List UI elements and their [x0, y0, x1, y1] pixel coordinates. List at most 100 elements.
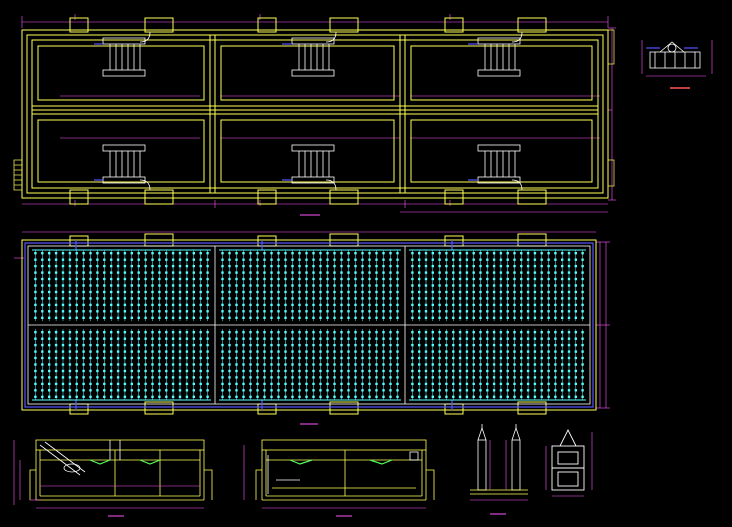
filter-nozzle: [326, 350, 329, 353]
filter-nozzle: [465, 316, 469, 319]
filter-nozzle: [486, 395, 489, 398]
filter-nozzle: [540, 331, 543, 334]
filter-nozzle: [547, 350, 550, 353]
filter-nozzle: [340, 271, 343, 274]
filter-nozzle: [513, 395, 516, 398]
filter-nozzle: [561, 343, 564, 347]
filter-nozzle: [499, 310, 503, 313]
filter-nozzle: [431, 258, 434, 261]
filter-nozzle: [221, 395, 224, 398]
filter-nozzle: [75, 277, 78, 281]
filter-nozzle: [165, 369, 168, 373]
filter-nozzle: [567, 369, 571, 373]
filter-nozzle: [326, 303, 329, 307]
filter-nozzle: [158, 310, 161, 313]
filter-nozzle: [151, 310, 154, 313]
filter-nozzle: [533, 264, 537, 268]
filter-nozzle: [277, 395, 280, 398]
filter-nozzle: [431, 271, 434, 274]
filter-nozzle: [151, 297, 154, 300]
detail-view: [641, 40, 713, 89]
filter-nozzle: [270, 356, 273, 360]
filter-nozzle: [520, 382, 523, 386]
filter-nozzle: [68, 337, 72, 340]
filter-nozzle: [171, 363, 175, 366]
filter-nozzle: [472, 316, 475, 319]
filter-nozzle: [431, 389, 434, 392]
filter-nozzle: [206, 337, 209, 340]
filter-nozzle: [123, 264, 127, 268]
filter-nozzle: [41, 258, 44, 261]
filter-nozzle: [319, 290, 322, 294]
filter-nozzle: [540, 271, 543, 274]
filter-nozzle: [144, 395, 147, 398]
filter-nozzle: [506, 382, 509, 386]
filter-nozzle: [452, 277, 455, 281]
filter-nozzle: [361, 303, 364, 307]
filter-nozzle: [479, 303, 482, 307]
filter-nozzle: [354, 290, 357, 294]
filter-nozzle: [130, 376, 133, 379]
filter-nozzle: [165, 350, 168, 353]
filter-nozzle: [192, 303, 195, 307]
filter-nozzle: [89, 271, 92, 274]
filter-nozzle: [235, 297, 238, 300]
filter-nozzle: [54, 297, 58, 300]
filter-nozzle: [41, 337, 44, 340]
filter-nozzle: [458, 356, 462, 360]
filter-nozzle: [312, 310, 315, 313]
filter-nozzle: [540, 277, 543, 281]
filter-nozzle: [256, 297, 259, 300]
filter-nozzle: [458, 369, 462, 373]
filter-nozzle: [479, 337, 482, 340]
filter-nozzle: [581, 277, 584, 281]
filter-nozzle: [472, 284, 475, 287]
filter-nozzle: [452, 310, 455, 313]
filter-nozzle: [171, 356, 175, 360]
filter-nozzle: [178, 252, 182, 255]
filter-nozzle: [305, 252, 308, 255]
filter-nozzle: [533, 297, 537, 300]
filter-nozzle: [354, 363, 357, 366]
filter-nozzle: [165, 303, 168, 307]
filter-nozzle: [526, 389, 530, 392]
filter-nozzle: [389, 331, 392, 334]
filter-nozzle: [526, 331, 530, 334]
filter-nozzle: [144, 316, 147, 319]
filter-nozzle: [144, 382, 147, 386]
filter-nozzle: [368, 356, 371, 360]
filter-nozzle: [75, 389, 78, 392]
filter-nozzle: [319, 297, 322, 300]
filter-nozzle: [375, 277, 378, 281]
filter-nozzle: [277, 350, 280, 353]
filter-nozzle: [347, 303, 350, 307]
filter-nozzle: [137, 337, 140, 340]
filter-nozzle: [438, 258, 441, 261]
filter-nozzle: [242, 369, 245, 373]
filter-nozzle: [472, 297, 475, 300]
filter-nozzle: [61, 350, 65, 353]
filter-nozzle: [554, 264, 557, 268]
filter-nozzle: [263, 363, 266, 366]
filter-nozzle: [277, 356, 280, 360]
filter-nozzle: [305, 284, 308, 287]
filter-nozzle: [431, 297, 434, 300]
filter-nozzle: [256, 331, 259, 334]
filter-nozzle: [68, 252, 72, 255]
filter-nozzle: [48, 376, 51, 379]
filter-nozzle: [486, 363, 489, 366]
filter-nozzle: [431, 376, 434, 379]
filter-nozzle: [192, 310, 195, 313]
filter-nozzle: [123, 284, 127, 287]
filter-nozzle: [103, 395, 106, 398]
filter-nozzle: [396, 395, 399, 398]
filter-nozzle: [158, 277, 161, 281]
filter-nozzle: [431, 284, 434, 287]
filter-nozzle: [54, 395, 58, 398]
filter-nozzle: [130, 331, 133, 334]
filter-nozzle: [396, 258, 399, 261]
filter-nozzle: [263, 284, 266, 287]
filter-nozzle: [368, 271, 371, 274]
filter-nozzle: [312, 356, 315, 360]
filter-nozzle: [561, 369, 564, 373]
